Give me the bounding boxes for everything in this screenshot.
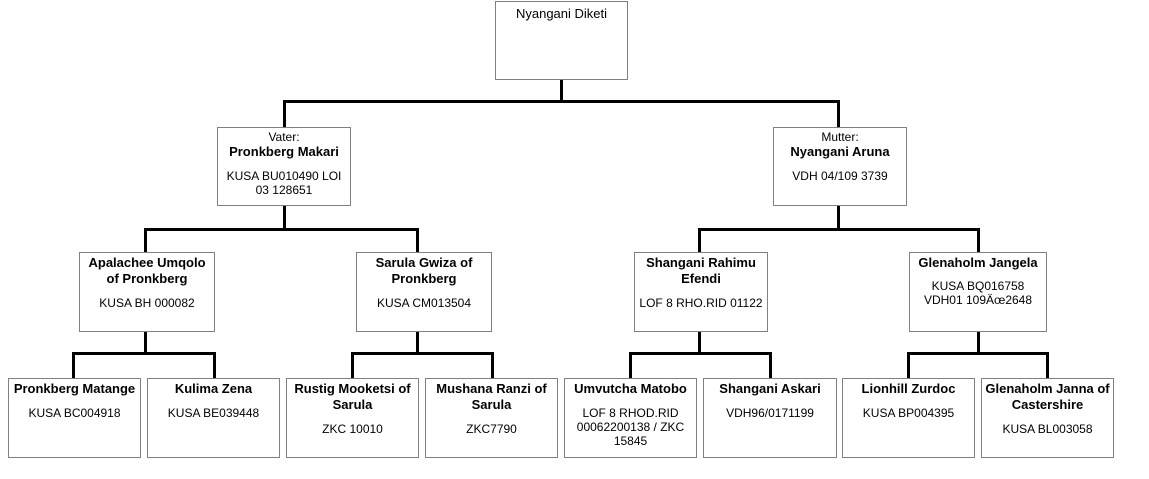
registration-number: KUSA BP004395 (862, 406, 955, 420)
connector-line (698, 228, 980, 231)
dog-name: Umvutcha Matobo (574, 381, 687, 396)
dog-node-great-grandparent: Lionhill Zurdoc KUSA BP004395 (842, 378, 975, 458)
connector-line (283, 100, 840, 103)
dog-node-paternal-grandsire: Apalachee Umqolo of Pronkberg KUSA BH 00… (79, 252, 215, 332)
connector-line (629, 352, 632, 379)
connector-line (769, 352, 772, 379)
dog-node-great-grandparent: Kulima Zena KUSA BE039448 (147, 378, 280, 458)
dog-name: Rustig Mooketsi of Sarula (294, 381, 411, 412)
dog-name: Shangani Rahimu Efendi (646, 255, 756, 286)
connector-line (907, 352, 1049, 355)
connector-line (491, 352, 494, 379)
dog-node-maternal-grandsire: Shangani Rahimu Efendi LOF 8 RHO.RID 011… (634, 252, 768, 332)
registration-number: VDH 04/109 3739 (792, 169, 888, 183)
registration-number: KUSA BE039448 (167, 406, 260, 420)
registration-number: KUSA BU010490 LOI 03 128651 (226, 169, 342, 197)
dog-node-great-grandparent: Umvutcha Matobo LOF 8 RHOD.RID 000622001… (564, 378, 697, 458)
dog-node-dam: Mutter: Nyangani Aruna VDH 04/109 3739 (773, 127, 907, 206)
connector-line (837, 205, 840, 230)
dog-node-root: Nyangani Diketi (495, 1, 628, 80)
connector-line (351, 352, 494, 355)
dog-name: Sarula Gwiza of Pronkberg (375, 255, 473, 286)
dog-name: Apalachee Umqolo of Pronkberg (88, 255, 206, 286)
connector-line (560, 79, 563, 101)
connector-line (977, 228, 980, 253)
dog-node-paternal-granddam: Sarula Gwiza of Pronkberg KUSA CM013504 (356, 252, 492, 332)
connector-line (416, 331, 419, 354)
role-label: Vater: (268, 130, 300, 144)
dog-node-great-grandparent: Pronkberg Matange KUSA BC004918 (8, 378, 141, 458)
registration-number: ZKC 10010 (322, 422, 383, 436)
registration-number: KUSA BC004918 (28, 406, 121, 420)
connector-line (698, 228, 701, 253)
connector-line (837, 100, 840, 128)
connector-line (72, 352, 216, 355)
dog-name: Pronkberg Makari (229, 144, 339, 159)
registration-number: VDH96/0171199 (726, 406, 814, 420)
registration-number: LOF 8 RHOD.RID 00062200138 / ZKC 15845 (576, 406, 685, 448)
connector-line (144, 228, 419, 231)
dog-node-great-grandparent: Mushana Ranzi of Sarula ZKC7790 (425, 378, 558, 458)
role-label: Mutter: (821, 130, 859, 144)
connector-line (72, 352, 75, 379)
registration-number: KUSA CM013504 (376, 296, 472, 310)
connector-line (629, 352, 772, 355)
dog-name: Pronkberg Matange (13, 381, 136, 396)
dog-name: Mushana Ranzi of Sarula (436, 381, 547, 412)
connector-line (1046, 352, 1049, 379)
registration-number: LOF 8 RHO.RID 01122 (639, 296, 763, 310)
dog-node-great-grandparent: Glenaholm Janna of Castershire KUSA BL00… (981, 378, 1114, 458)
connector-line (144, 331, 147, 354)
dog-node-great-grandparent: Rustig Mooketsi of Sarula ZKC 10010 (286, 378, 419, 458)
dog-name: Nyangani Diketi (515, 6, 608, 21)
dog-name: Glenaholm Janna of Castershire (985, 381, 1110, 412)
dog-name: Shangani Askari (719, 381, 821, 396)
connector-line (283, 205, 286, 230)
connector-line (283, 100, 286, 128)
dog-node-sire: Vater: Pronkberg Makari KUSA BU010490 LO… (217, 127, 351, 206)
registration-number: KUSA BQ016758 VDH01 109Äœ2648 (923, 279, 1033, 307)
dog-node-great-grandparent: Shangani Askari VDH96/0171199 (703, 378, 837, 458)
connector-line (213, 352, 216, 379)
registration-number: KUSA BH 000082 (99, 296, 195, 310)
connector-line (977, 331, 980, 354)
dog-name: Nyangani Aruna (790, 144, 890, 159)
dog-node-maternal-granddam: Glenaholm Jangela KUSA BQ016758 VDH01 10… (909, 252, 1047, 332)
connector-line (698, 331, 701, 354)
connector-line (351, 352, 354, 379)
dog-name: Kulima Zena (174, 381, 253, 396)
dog-name: Glenaholm Jangela (918, 255, 1038, 270)
connector-line (144, 228, 147, 253)
registration-number: ZKC7790 (466, 422, 517, 436)
registration-number: KUSA BL003058 (1002, 422, 1093, 436)
dog-name: Lionhill Zurdoc (861, 381, 956, 396)
connector-line (416, 228, 419, 253)
connector-line (907, 352, 910, 379)
